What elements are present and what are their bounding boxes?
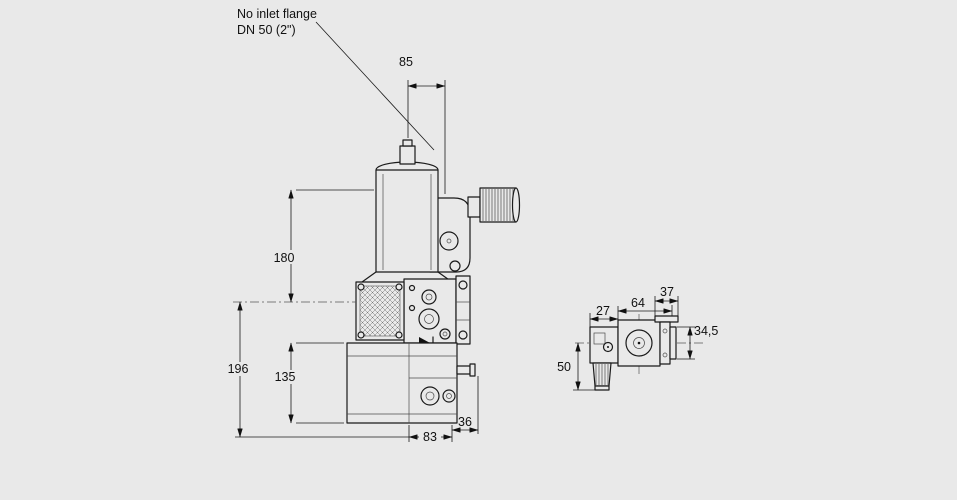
dimension-180: 180	[270, 189, 374, 303]
flange-bolt-hole	[458, 330, 468, 340]
dimension-36: 36	[451, 376, 479, 434]
mesh-filter	[359, 285, 401, 337]
dim-label-37: 37	[660, 285, 674, 299]
solenoid-coil	[617, 319, 661, 367]
actuator-housing	[429, 197, 471, 273]
flange-plate	[455, 275, 471, 345]
body-port-upper	[421, 289, 437, 305]
annotation-line1: No inlet flange	[237, 7, 317, 21]
filter-screw	[395, 283, 403, 291]
valve-body	[355, 275, 471, 351]
regulator-block	[346, 342, 476, 424]
bottom-port-large	[420, 386, 440, 406]
cylinder-body	[375, 169, 439, 273]
outlet-flange	[455, 275, 471, 345]
dim-label-34-5: 34,5	[694, 324, 718, 338]
annotation-no-inlet-flange: No inlet flange DN 50 (2")	[237, 7, 435, 151]
dim-label-180: 180	[274, 251, 295, 265]
filter-screw	[395, 331, 403, 339]
side-pin-cap	[469, 363, 476, 377]
filter-screw	[357, 331, 365, 339]
main-valve	[346, 139, 521, 424]
connector-plate	[654, 315, 679, 365]
pilot-valve-body	[589, 326, 619, 364]
bottom-port-small	[442, 389, 456, 403]
dimension-27: 27	[589, 304, 619, 327]
knob-knurling	[482, 189, 514, 221]
nut-knurling	[595, 364, 609, 385]
annotation-line2: DN 50 (2")	[237, 23, 296, 37]
dimension-83: 83	[408, 425, 453, 444]
flange-bolt-hole	[458, 280, 468, 290]
body-screw	[408, 284, 416, 292]
dim-label-85: 85	[399, 55, 413, 69]
dimension-37: 37	[654, 285, 679, 316]
housing-screw	[449, 260, 461, 272]
dim-label-50: 50	[557, 360, 571, 374]
dimension-50: 50	[557, 342, 597, 391]
body-screw	[408, 304, 416, 312]
knob-neck	[467, 196, 481, 218]
dim-label-135: 135	[275, 370, 296, 384]
knob-end-cap	[511, 187, 521, 223]
side-pin	[456, 365, 471, 375]
body-port-main	[418, 308, 440, 330]
actuator-cylinder	[375, 139, 439, 273]
annotation-leader-line	[315, 21, 435, 151]
dim-label-64: 64	[631, 296, 645, 310]
dimension-135: 135	[271, 342, 344, 424]
dimension-196: 196	[224, 301, 409, 438]
dimension-64: 64	[617, 296, 673, 316]
body-port-small	[439, 328, 451, 340]
dim-label-36: 36	[458, 415, 472, 429]
hand-knob	[467, 187, 521, 223]
dim-label-83: 83	[423, 430, 437, 444]
side-view-solenoid: 27 64 37 34,5 50	[557, 285, 718, 391]
dimension-34-5: 34,5	[677, 324, 718, 360]
dimension-85: 85	[399, 55, 446, 194]
dim-label-27: 27	[596, 304, 610, 318]
knurled-nut	[592, 362, 612, 391]
sight-glass-circle	[439, 231, 459, 251]
regulator-body	[346, 342, 458, 424]
top-stem	[399, 145, 416, 165]
filter-screw	[357, 283, 365, 291]
dim-label-196: 196	[228, 362, 249, 376]
top-stem-cap	[402, 139, 413, 147]
